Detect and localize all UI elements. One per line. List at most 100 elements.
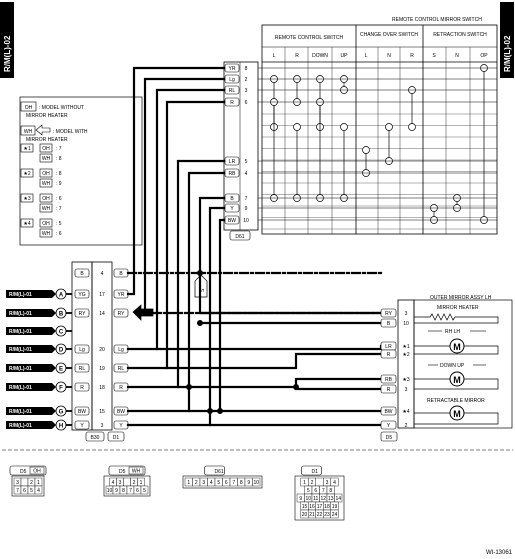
face-view-pin: 16 — [309, 504, 315, 510]
ref-arrow-icon — [6, 421, 56, 429]
wire — [126, 100, 226, 370]
mirror-pin-number: ★1 — [402, 344, 409, 350]
switch-col-down: DOWN — [312, 53, 328, 59]
face-view-pin: 2 — [195, 480, 198, 486]
switch-col-op: OP — [480, 53, 488, 59]
wire — [126, 88, 226, 351]
ref-letter: B — [59, 312, 64, 318]
d61-pin-number: 8 — [245, 66, 248, 72]
wire-junction — [217, 408, 223, 414]
d1-label: D1 — [113, 435, 120, 441]
ref-arrow-icon — [6, 327, 56, 335]
b30-right-color: B — [119, 271, 123, 277]
legend-oh-text-2: MIRROR HEATER — [26, 113, 68, 119]
legend-note-star: ★1 — [23, 146, 30, 152]
heater-resistor-icon — [414, 313, 499, 324]
mirror-pin-number: 2 — [405, 423, 408, 429]
page-id-right: R/M(L)-02 — [503, 35, 512, 72]
legend-note-oh-pin: : 5 — [56, 221, 62, 227]
switch-col-l: L — [273, 53, 276, 59]
face-view-pin: 5 — [217, 480, 220, 486]
b30-pin-number: 18 — [99, 385, 105, 391]
switch-group-3-title: RETRACTION SWITCH — [433, 32, 487, 38]
face-view-pin: 10 — [305, 496, 311, 502]
d61-wire-color: Y — [230, 206, 234, 212]
ref-label: R/M(L)-01 — [9, 292, 32, 298]
wire-junction — [293, 384, 299, 390]
b30-pin-number: 14 — [99, 311, 105, 317]
ref-arrow-icon — [6, 290, 56, 298]
ref-arrow-icon — [6, 383, 56, 391]
ref-letter: D — [59, 348, 64, 354]
b30-left-color: Lg — [79, 347, 85, 353]
face-view-pin: 22 — [317, 512, 323, 518]
b30-left-color: BW — [78, 409, 86, 415]
switch-col-r: R — [295, 53, 299, 59]
switch-col-l2: L — [365, 53, 368, 59]
b30-right-color: R — [119, 385, 123, 391]
mirror-title: OUTER MIRROR ASSY LH — [430, 295, 492, 301]
wire — [126, 206, 226, 427]
face-view-pin: 18 — [324, 504, 330, 510]
face-view-pin: 2 — [311, 480, 314, 486]
legend-note-wh-tag: WH — [42, 231, 51, 237]
b30-left-color: YG — [78, 292, 85, 298]
face-view-label: D1 — [312, 469, 319, 475]
rhlh-label: RH LH — [445, 329, 460, 335]
face-view-pin: 7 — [232, 480, 235, 486]
face-view-pin: 4 — [37, 488, 40, 494]
face-view-label: D5 — [119, 469, 126, 475]
mirror-wire-color: R — [387, 387, 391, 393]
face-view-pin: 17 — [317, 504, 323, 510]
d61-wire-color: RL — [229, 88, 236, 94]
face-view-pin: 15 — [302, 504, 308, 510]
legend-wh-tag: WH — [24, 129, 33, 135]
face-view-pin: 2 — [30, 480, 33, 486]
ref-letter: C — [59, 330, 64, 336]
face-view-pin: 4 — [333, 480, 336, 486]
wire-harness — [126, 66, 383, 427]
d61-pin-number: 10 — [243, 218, 249, 224]
mirror-pin-number: 10 — [403, 321, 409, 327]
legend-note-wh-pin: : 7 — [56, 206, 62, 212]
switch-contact-point — [408, 123, 416, 131]
switch-contact-point — [362, 146, 370, 154]
switch-col-up: UP — [341, 53, 349, 59]
face-view-pin: 10 — [107, 488, 113, 494]
face-view-pin: 23 — [324, 512, 330, 518]
face-view-pin: 19 — [332, 504, 338, 510]
legend-note-oh-tag: OH — [42, 196, 50, 202]
face-view-pin: 13 — [328, 496, 334, 502]
face-view-pin: 8 — [329, 488, 332, 494]
switch-col-n: N — [387, 53, 391, 59]
page-id-left: R/M(L)-02 — [3, 35, 12, 72]
wh-arrow-icon: WH — [132, 304, 154, 321]
d61-pin-number: 9 — [245, 206, 248, 212]
mirror-wire-color: BW — [384, 409, 392, 415]
mirror-pin-number: 3 — [405, 311, 408, 317]
face-view-pin: 8 — [122, 488, 125, 494]
d61-wire-color: RB — [229, 171, 237, 177]
mirror-wire-color: RY — [385, 311, 393, 317]
mirror-heater-label: MIRROR HEATER — [437, 305, 479, 311]
face-view-pin: 21 — [309, 512, 315, 518]
switch-col-r2: R — [410, 53, 414, 59]
b30-right-color: Y — [119, 423, 123, 429]
ref-label: R/M(L)-01 — [9, 423, 32, 429]
wire — [198, 196, 226, 277]
motor-rhlh-icon: M — [449, 338, 465, 354]
splice-label: S — [200, 288, 206, 292]
d61-pin-number: 2 — [245, 77, 248, 83]
wire — [155, 344, 383, 351]
d5-label: D5 — [386, 435, 393, 441]
face-view-pin: 9 — [247, 480, 250, 486]
b30-right-color: BW — [117, 409, 125, 415]
d61-wire-color: B — [230, 196, 234, 202]
legend-note-wh-tag: WH — [42, 206, 51, 212]
legend-note-wh-pin: : 9 — [56, 181, 62, 187]
b30-left-color: R — [80, 385, 84, 391]
